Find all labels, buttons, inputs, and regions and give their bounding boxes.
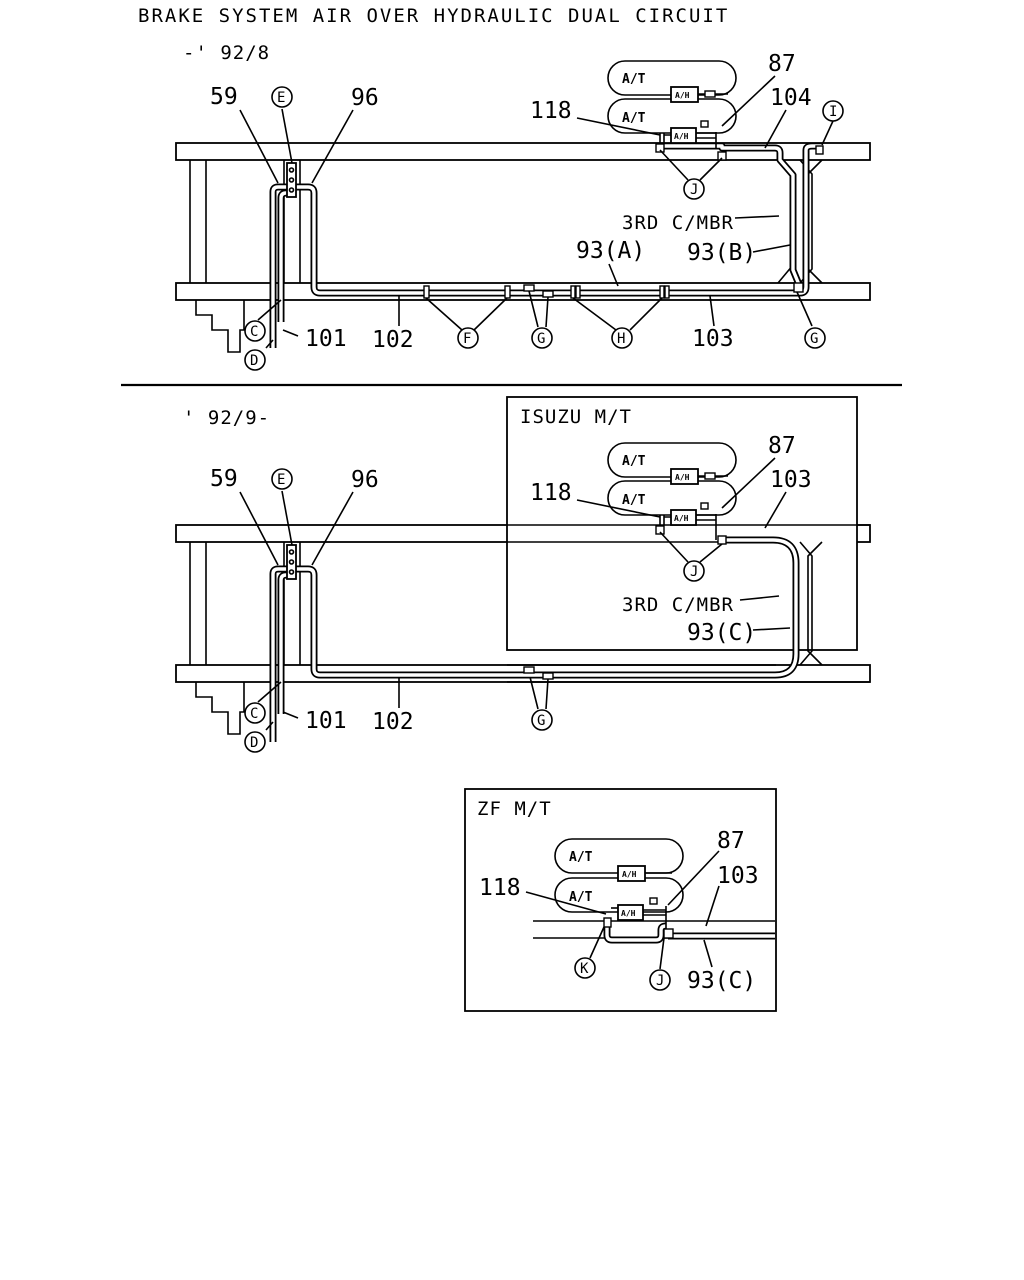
- part-number: 101: [305, 326, 347, 352]
- part-number: 93(C): [687, 620, 756, 646]
- part-number: 102: [372, 709, 414, 735]
- valve-label: A/H: [675, 473, 690, 482]
- part-number: 118: [530, 98, 572, 124]
- svg-text:H: H: [617, 331, 625, 347]
- svg-text:J: J: [690, 564, 698, 580]
- inset-title: ISUZU M/T: [520, 406, 632, 428]
- part-number: 101: [305, 708, 347, 734]
- svg-text:C: C: [250, 324, 258, 340]
- late-section: ' 92/9-: [175, 396, 871, 753]
- tank-label: A/T: [622, 493, 646, 508]
- part-number: 103: [717, 863, 759, 889]
- zf-inset: ZF M/T A/T A/T A/H A/H 118 87 103 93(C) …: [464, 788, 777, 1012]
- late-brake-pipes: [269, 565, 506, 742]
- callout-h: H: [611, 327, 633, 349]
- part-number: 59: [210, 466, 238, 492]
- pipe-clip: [523, 666, 535, 674]
- crossmember-note: 3RD C/MBR: [622, 212, 734, 234]
- svg-text:G: G: [810, 331, 818, 347]
- svg-text:I: I: [829, 104, 837, 120]
- inset-title: ZF M/T: [477, 798, 552, 820]
- part-number: 96: [351, 85, 379, 111]
- svg-text:F: F: [463, 331, 471, 347]
- early-junction-block: [286, 162, 297, 198]
- callout-k: K: [574, 957, 596, 979]
- svg-text:E: E: [277, 472, 285, 488]
- early-air-tanks: A/T A/T A/H A/H: [607, 60, 737, 161]
- callout-e: E: [271, 86, 293, 108]
- part-number: 104: [770, 85, 812, 111]
- svg-text:J: J: [690, 182, 698, 198]
- part-number: 87: [717, 828, 745, 854]
- isuzu-inset: ISUZU M/T A/T A/T A/H A/H: [506, 396, 870, 683]
- diagram-title: BRAKE SYSTEM AIR OVER HYDRAULIC DUAL CIR…: [138, 5, 729, 27]
- callout-c: C: [244, 320, 266, 342]
- callout-j: J: [649, 969, 671, 991]
- svg-text:C: C: [250, 706, 258, 722]
- svg-text:G: G: [537, 713, 545, 729]
- tank-label: A/T: [622, 454, 646, 469]
- callout-e: E: [271, 468, 293, 490]
- valve-label: A/H: [621, 909, 636, 918]
- svg-text:K: K: [580, 961, 589, 977]
- valve-label: A/H: [674, 132, 689, 141]
- tank-label: A/T: [622, 72, 646, 87]
- late-junction-block: [286, 544, 297, 580]
- svg-text:J: J: [656, 973, 664, 989]
- late-date-range: ' 92/9-: [183, 407, 270, 429]
- svg-text:D: D: [250, 353, 258, 369]
- callout-g: G: [804, 327, 826, 349]
- tank-label: A/T: [569, 890, 593, 905]
- early-date-range: -' 92/8: [183, 42, 270, 64]
- valve-label: A/H: [674, 514, 689, 523]
- svg-text:E: E: [277, 90, 285, 106]
- callout-c: C: [244, 702, 266, 724]
- part-number: 96: [351, 467, 379, 493]
- callout-f: F: [457, 327, 479, 349]
- callout-i: I: [822, 100, 844, 122]
- part-number: 118: [530, 480, 572, 506]
- part-number: 87: [768, 433, 796, 459]
- crossmember-note: 3RD C/MBR: [622, 594, 734, 616]
- early-section: -' 92/8: [175, 42, 871, 371]
- tank-label: A/T: [569, 850, 593, 865]
- early-clips: [423, 145, 824, 299]
- callout-d: D: [244, 731, 266, 753]
- part-number: 87: [768, 51, 796, 77]
- tank-label: A/T: [622, 111, 646, 126]
- part-number: 93(B): [687, 240, 756, 266]
- valve-label: A/H: [675, 91, 690, 100]
- part-number: 93(A): [576, 238, 645, 264]
- early-leaders: [239, 75, 834, 349]
- svg-text:G: G: [537, 331, 545, 347]
- pipe-clip: [542, 672, 554, 680]
- part-number: 103: [692, 326, 734, 352]
- valve-label: A/H: [622, 870, 637, 879]
- callout-j: J: [683, 560, 705, 582]
- part-number: 59: [210, 84, 238, 110]
- part-number: 118: [479, 875, 521, 901]
- callout-d: D: [244, 349, 266, 371]
- part-number: 102: [372, 327, 414, 353]
- callout-g: G: [531, 709, 553, 731]
- part-number: 103: [770, 467, 812, 493]
- part-number: 93(C): [687, 968, 756, 994]
- svg-text:D: D: [250, 735, 258, 751]
- callout-g: G: [531, 327, 553, 349]
- early-brake-pipes: [269, 142, 822, 348]
- late-leaders: [239, 490, 549, 731]
- callout-j: J: [683, 178, 705, 200]
